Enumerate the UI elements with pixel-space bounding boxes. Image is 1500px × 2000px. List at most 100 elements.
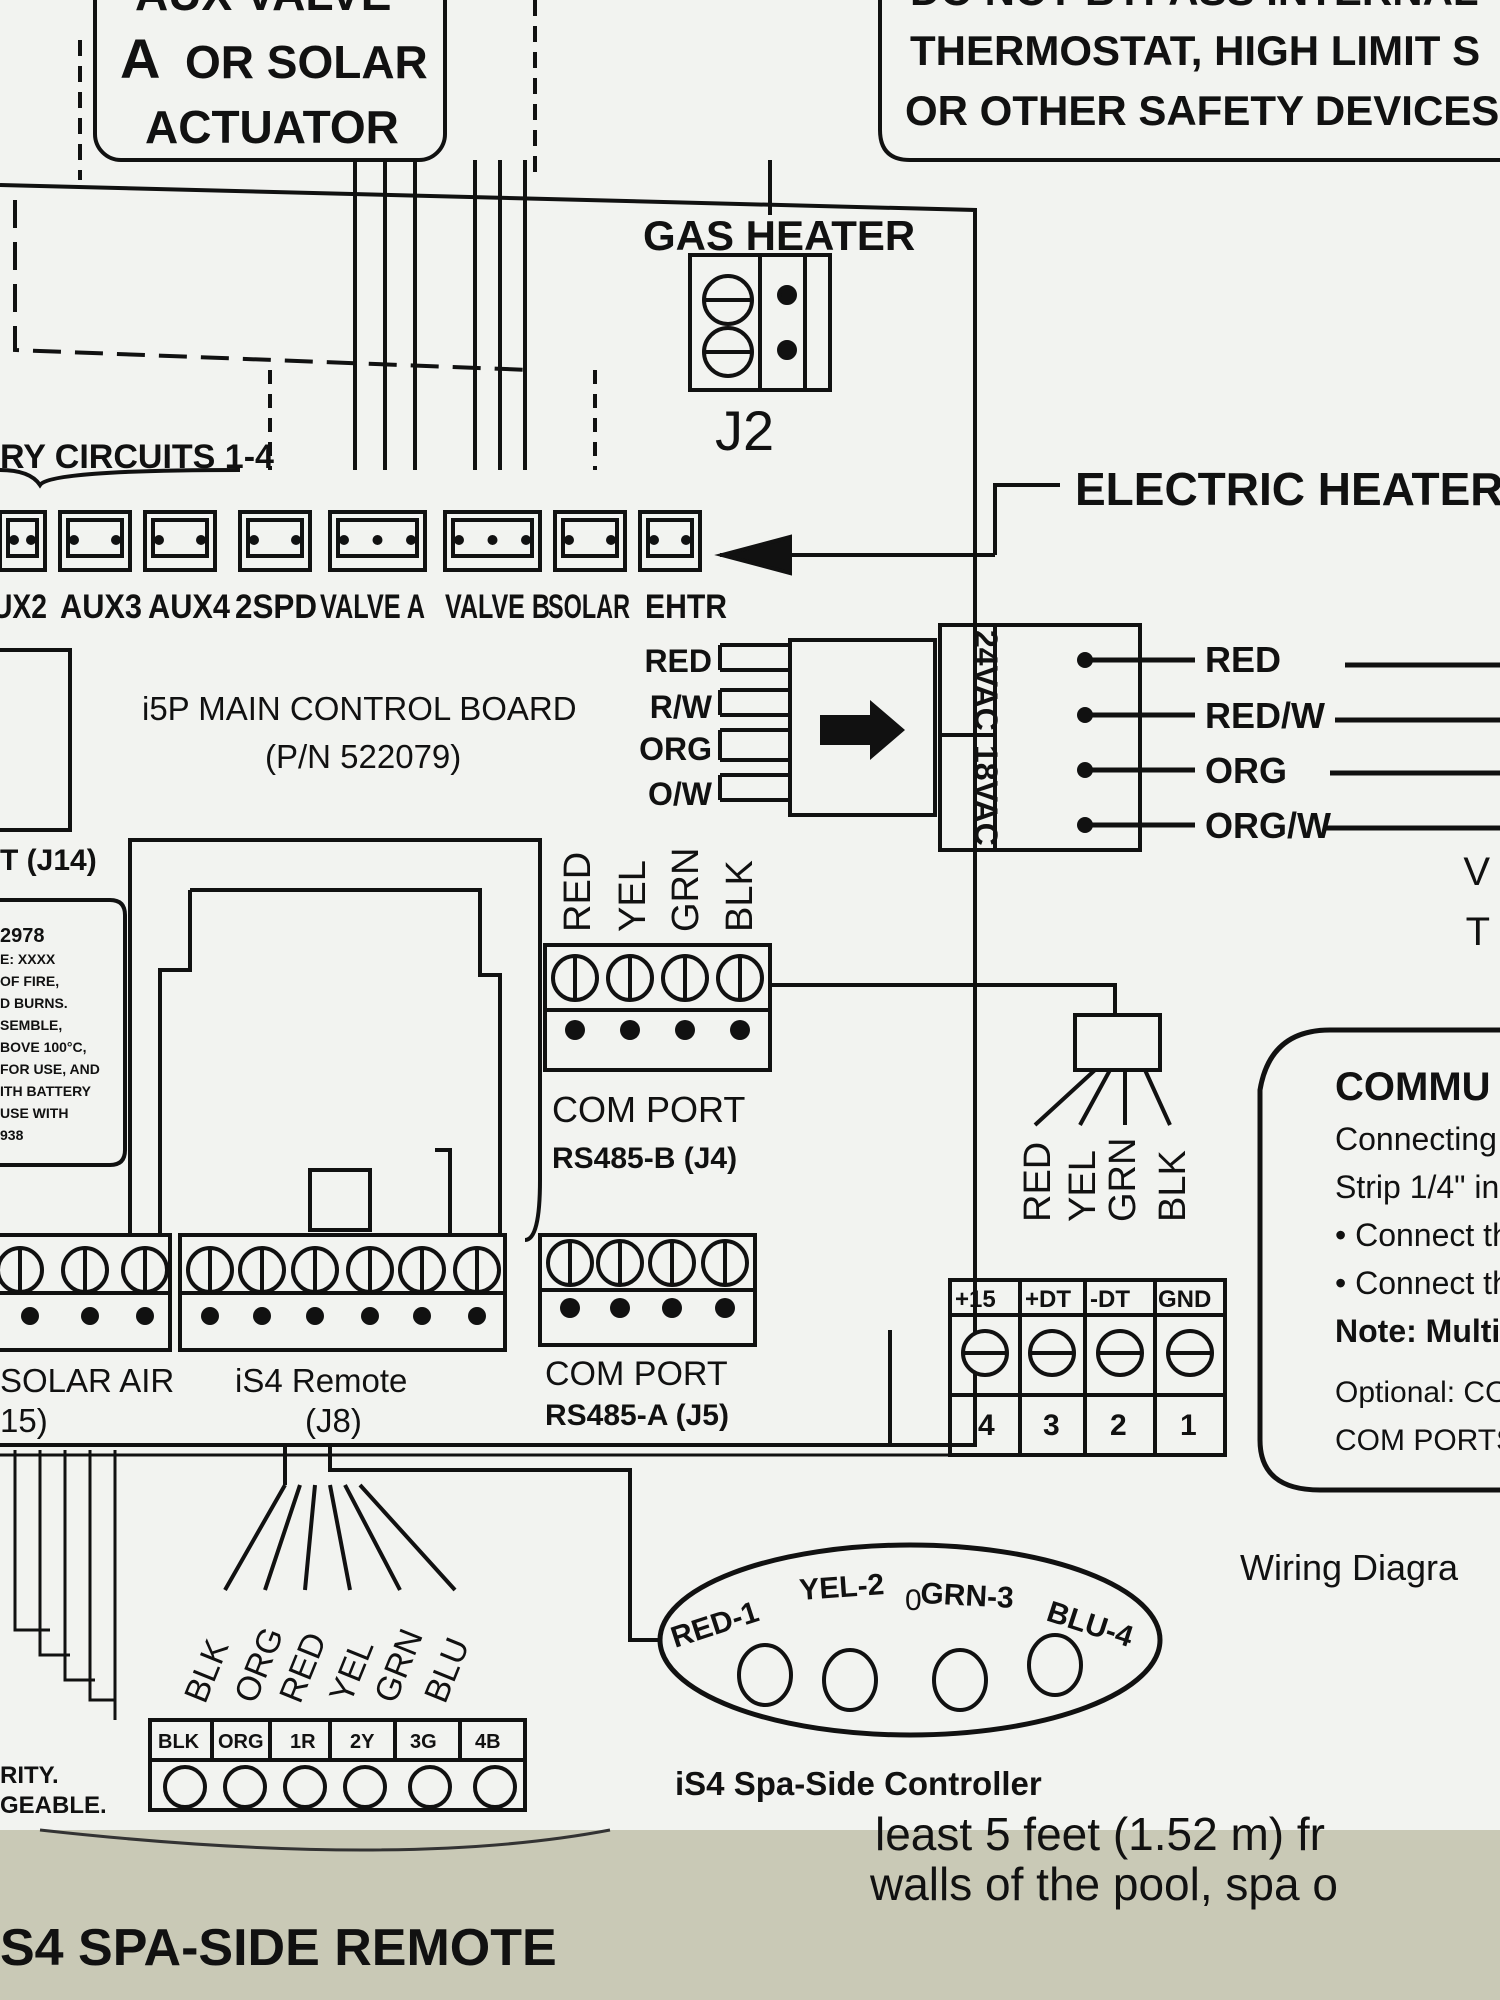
aux-connector-label: AUX4 <box>148 588 230 626</box>
aux-circuits-label: RY CIRCUITS 1-4 <box>0 438 274 476</box>
gas-heater-connector-label: J2 <box>715 399 774 462</box>
right-partial-t: T <box>1466 910 1490 954</box>
aux-connector <box>143 510 217 572</box>
battery-notice-line: SEMBLE, <box>0 1017 62 1033</box>
terminal-wire-label: RED <box>1017 1142 1059 1222</box>
bottom-title: S4 SPA-SIDE REMOTE <box>0 1919 557 1977</box>
aux-connector <box>58 510 132 572</box>
spa-side-center-mark: 0 <box>905 1584 922 1617</box>
battery-notice-line: ITH BATTERY <box>0 1083 92 1099</box>
comm-title: COMMU <box>1335 1065 1491 1109</box>
voltage-24vac: 24VAC <box>968 630 1004 731</box>
right-partial-v: V <box>1463 850 1490 894</box>
remote-terminal-label: ORG <box>218 1731 264 1753</box>
terminal-wire-label: YEL <box>1062 1150 1104 1222</box>
left-note-1: RITY. <box>0 1762 59 1789</box>
gas-heater-connector <box>688 253 832 392</box>
terminal-number: 2 <box>1110 1409 1127 1442</box>
aux-connector <box>0 510 47 572</box>
terminal-label: +15 <box>955 1286 996 1313</box>
com-port-b-wire-label: RED <box>557 852 599 932</box>
solar-air-block <box>0 1233 172 1352</box>
terminal-wire-label: GRN <box>1102 1138 1144 1222</box>
electric-heater-label: ELECTRIC HEATER <box>1075 463 1500 515</box>
battery-notice-line: 2978 <box>0 925 45 947</box>
equipment-panel-surface <box>0 1830 1500 2000</box>
transformer-output-label: RED/W <box>1205 695 1325 736</box>
aux-connector <box>638 510 702 572</box>
remote-terminal-holes <box>163 1765 517 1809</box>
battery-notice-line: E: XXXX <box>0 951 56 967</box>
com-port-a-sublabel: RS485-A (J5) <box>545 1399 729 1432</box>
gas-heater-label: GAS HEATER <box>643 212 915 259</box>
aux-connector-label: SOLAR <box>548 588 630 626</box>
terminal-label: +DT <box>1025 1286 1071 1313</box>
aux-connector-label: AUX3 <box>60 588 142 626</box>
remote-terminal-label: BLK <box>158 1731 200 1753</box>
is4-remote-sublabel: (J8) <box>305 1402 362 1439</box>
aux-connector-label: VALVE A <box>320 588 425 626</box>
main-board-part-number: (P/N 522079) <box>265 738 461 775</box>
remote-terminal-label: 4B <box>475 1731 501 1753</box>
aux-valve-partial-text: AUX VALVE <box>135 0 391 20</box>
com-port-b-wire-label: GRN <box>665 848 707 932</box>
com-port-b-wire-label: YEL <box>612 860 654 932</box>
comm-note-line: • Connect th <box>1335 1265 1500 1301</box>
main-board-outline-top <box>0 183 977 500</box>
terminal-number: 1 <box>1180 1409 1197 1442</box>
warning-line-3: OR OTHER SAFETY DEVICES <box>905 87 1499 134</box>
solar-air-label: SOLAR AIR <box>0 1362 174 1399</box>
aux-valve-actuator-box <box>93 0 447 162</box>
aux-connector-label: 2SPD <box>235 588 317 626</box>
warning-box <box>878 0 1500 162</box>
battery-notice-line: OF FIRE, <box>0 973 59 989</box>
aux-connector-label: VALVE B <box>445 588 550 626</box>
transformer-output-label: ORG <box>1205 750 1287 791</box>
comm-note-line: Note: Multipl <box>1335 1313 1500 1349</box>
remote-terminal-label: 1R <box>290 1731 316 1753</box>
com-port-b-block <box>543 943 772 1072</box>
actuator-text: ACTUATOR <box>145 101 399 153</box>
battery-notice-line: BOVE 100°C, <box>0 1039 87 1055</box>
terminal-label: -DT <box>1090 1286 1130 1313</box>
solar-air-sublabel: 15) <box>0 1402 48 1439</box>
main-board-title: i5P MAIN CONTROL BOARD <box>142 690 577 727</box>
is4-remote-label: iS4 Remote <box>235 1362 407 1399</box>
aux-valve-letter: A <box>120 27 160 90</box>
comm-note-line: Connecting <box>1335 1121 1497 1157</box>
terminal-wire-label: BLK <box>1152 1150 1194 1222</box>
spa-side-controller-outline <box>657 1542 1163 1738</box>
com-port-a-block <box>538 1233 757 1347</box>
remote-wire-label: BLK <box>177 1634 236 1708</box>
com-port-b-label: COM PORT <box>552 1089 745 1130</box>
bottom-right-line-1: least 5 feet (1.52 m) fr <box>875 1808 1325 1860</box>
j14-label: T (J14) <box>0 844 97 877</box>
terminal-block-screws <box>961 1329 1214 1377</box>
com-port-b-sublabel: RS485-B (J4) <box>552 1142 737 1175</box>
is4-remote-j8-block <box>178 1233 507 1352</box>
aux-connector <box>443 510 542 572</box>
board-wire-label: R/W <box>650 689 713 725</box>
warning-line-2: THERMOSTAT, HIGH LIMIT S <box>910 27 1480 74</box>
spa-side-buttons <box>737 1633 1083 1712</box>
terminal-number: 3 <box>1043 1409 1060 1442</box>
spa-button-label: GRN-3 <box>920 1577 1015 1615</box>
board-wire-label: RED <box>644 643 712 679</box>
voltage-18vac: 18VAC <box>968 745 1004 846</box>
aux-connector <box>553 510 627 572</box>
aux-connector-label: UX2 <box>0 588 47 626</box>
battery-notice-line: 938 <box>0 1127 24 1143</box>
or-solar-text: OR SOLAR <box>185 36 428 88</box>
left-note-2: GEABLE. <box>0 1792 107 1819</box>
